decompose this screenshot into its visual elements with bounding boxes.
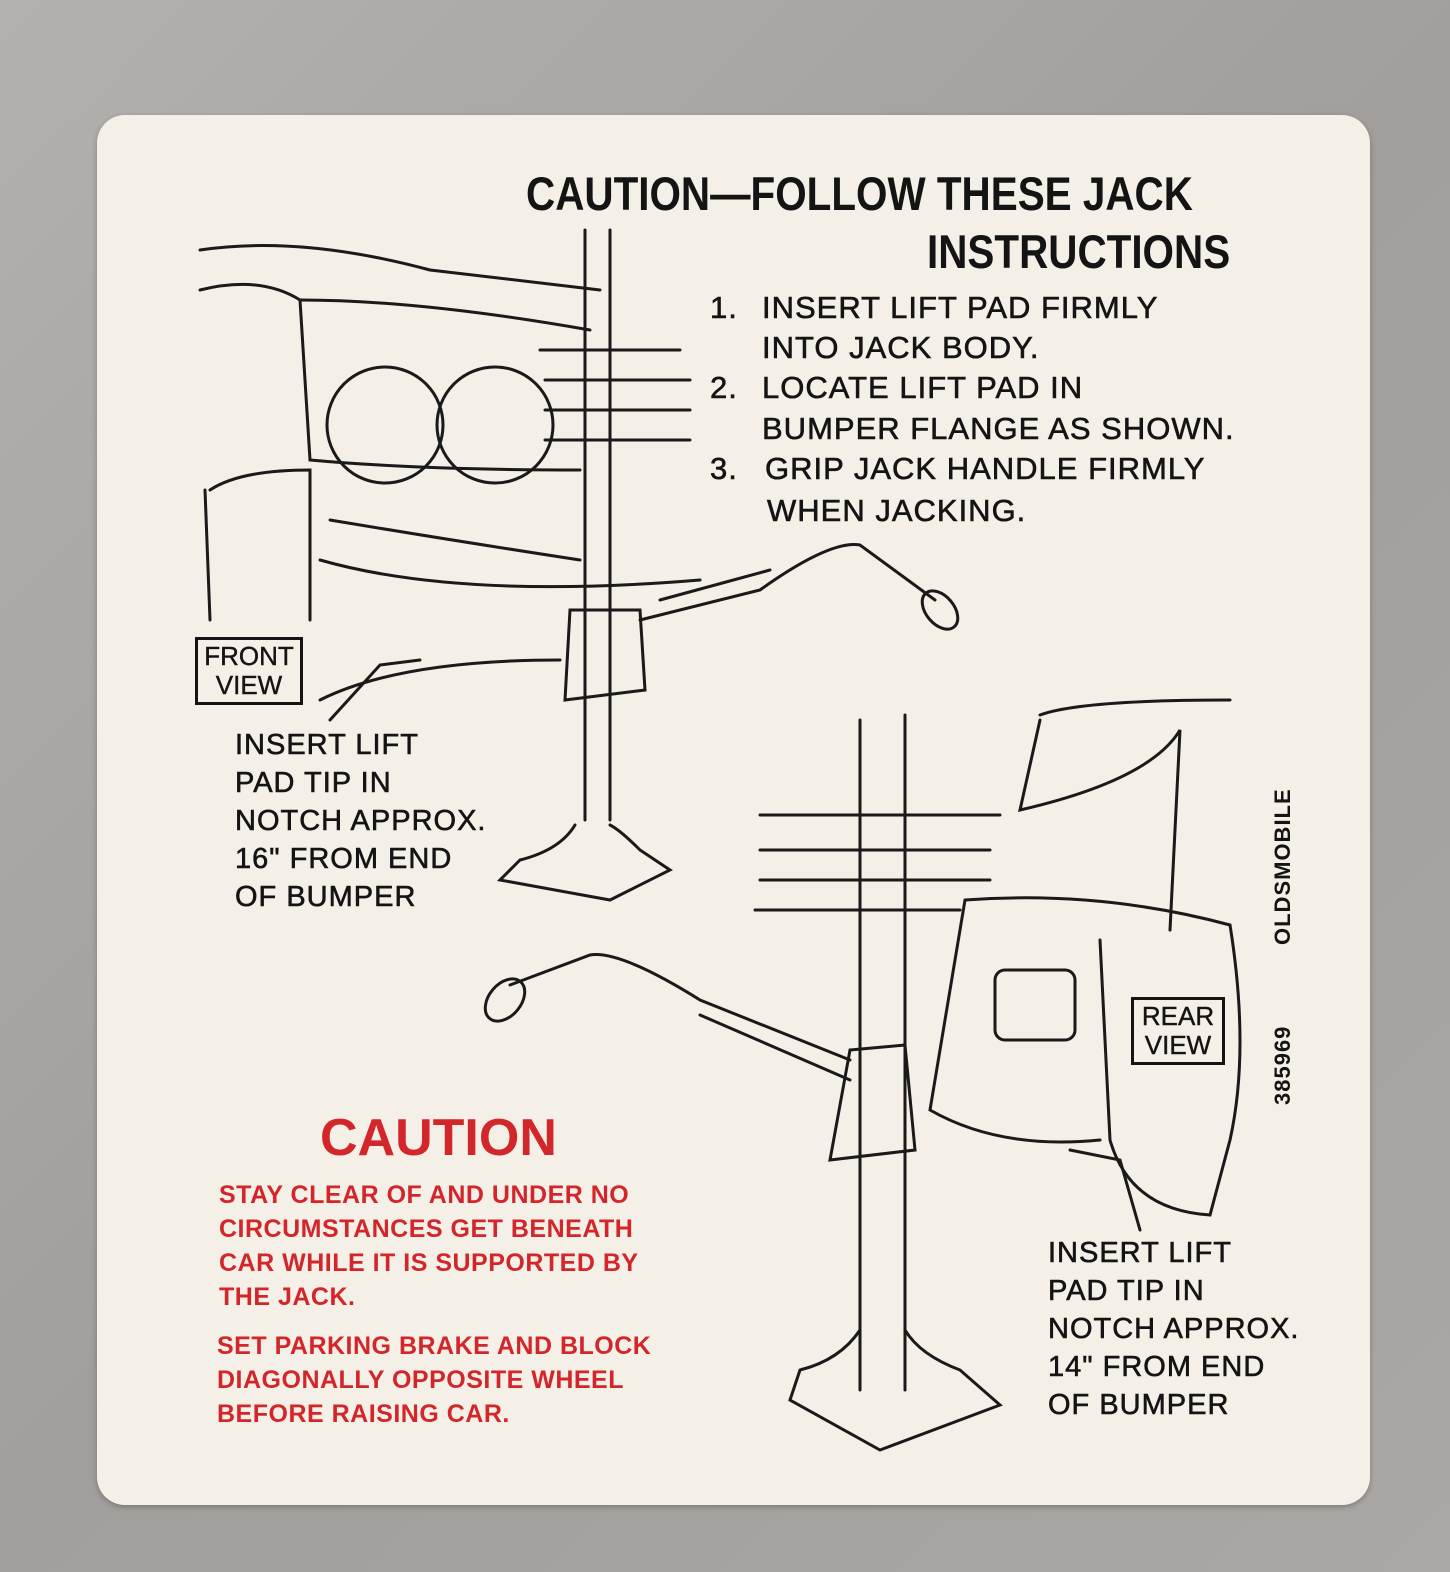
step-1-line-1: INSERT LIFT PAD FIRMLY	[762, 290, 1159, 326]
front-view-label: FRONT VIEW	[195, 637, 303, 705]
caution-line: DIAGONALLY OPPOSITE WHEEL	[217, 1366, 624, 1394]
front-note: INSERT LIFT PAD TIP IN NOTCH APPROX. 16"…	[235, 726, 487, 916]
caution-heading: CAUTION	[320, 1109, 557, 1167]
rear-note: INSERT LIFT PAD TIP IN NOTCH APPROX. 14"…	[1048, 1234, 1300, 1424]
step-2-line-1: LOCATE LIFT PAD IN	[762, 370, 1084, 406]
front-view-line-1: FRONT	[204, 641, 294, 671]
rear-note-line: NOTCH APPROX.	[1048, 1313, 1300, 1346]
rear-view-label: REAR VIEW	[1131, 997, 1225, 1065]
step-3-line-2: WHEN JACKING.	[767, 493, 1027, 529]
rear-view-line-2: VIEW	[1144, 1030, 1212, 1060]
caution-line: CIRCUMSTANCES GET BENEATH	[219, 1215, 634, 1243]
rear-note-line: PAD TIP IN	[1048, 1275, 1205, 1308]
step-3-line-1: GRIP JACK HANDLE FIRMLY	[765, 451, 1206, 487]
caution-paragraph-1: STAY CLEAR OF AND UNDER NO CIRCUMSTANCES…	[219, 1178, 639, 1314]
caution-line: STAY CLEAR OF AND UNDER NO	[219, 1181, 630, 1209]
caution-line: THE JACK.	[219, 1283, 356, 1311]
step-2-number: 2.	[710, 370, 738, 406]
brand-name: OLDSMOBILE	[1270, 788, 1295, 945]
rear-note-line: INSERT LIFT	[1048, 1237, 1232, 1270]
title-line-1: CAUTION—FOLLOW THESE JACK	[526, 167, 1193, 220]
front-view-line-2: VIEW	[215, 670, 283, 700]
title-line-2: INSTRUCTIONS	[927, 225, 1231, 278]
rear-view-illustration	[483, 698, 1242, 1452]
step-1-line-2: INTO JACK BODY.	[762, 330, 1040, 366]
rear-note-line: OF BUMPER	[1048, 1389, 1230, 1422]
caution-line: SET PARKING BRAKE AND BLOCK	[217, 1332, 652, 1360]
front-note-line: INSERT LIFT	[235, 729, 419, 762]
step-1-number: 1.	[710, 290, 738, 326]
rear-view-line-1: REAR	[1141, 1001, 1215, 1031]
step-3-number: 3.	[710, 451, 738, 487]
front-note-line: 16" FROM END	[235, 843, 453, 876]
caution-paragraph-2: SET PARKING BRAKE AND BLOCK DIAGONALLY O…	[217, 1329, 651, 1431]
front-note-line: OF BUMPER	[235, 881, 417, 914]
jack-instruction-decal	[97, 115, 1370, 1505]
rear-note-line: 14" FROM END	[1048, 1351, 1266, 1384]
front-note-line: PAD TIP IN	[235, 767, 392, 800]
front-view-illustration	[198, 228, 960, 902]
front-note-line: NOTCH APPROX.	[235, 805, 487, 838]
step-2-line-2: BUMPER FLANGE AS SHOWN.	[762, 411, 1235, 447]
caution-line: BEFORE RAISING CAR.	[217, 1400, 510, 1428]
part-number: 385969	[1270, 1025, 1295, 1105]
caution-line: CAR WHILE IT IS SUPPORTED BY	[219, 1249, 639, 1277]
